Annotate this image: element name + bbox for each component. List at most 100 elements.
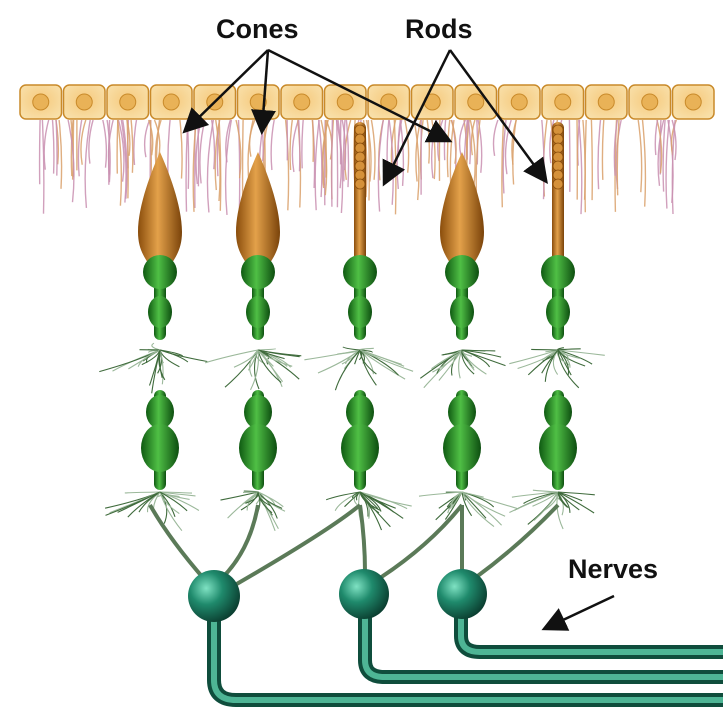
bipolar-cell-body xyxy=(244,395,272,429)
synapse-fiber xyxy=(258,492,275,531)
synapse-fiber xyxy=(558,349,581,350)
synapse-fiber xyxy=(419,492,462,496)
epithelium-nucleus xyxy=(642,94,658,110)
rod-disc xyxy=(355,134,365,144)
cell-nucleus xyxy=(445,255,479,289)
fringe-strand xyxy=(302,120,303,168)
nerves-arrow xyxy=(546,596,614,628)
synapse-fiber xyxy=(436,492,462,520)
cone-cell xyxy=(99,152,207,531)
fringe-strand xyxy=(663,120,665,192)
synapse-cluster xyxy=(420,350,505,388)
fringe-strand xyxy=(200,120,205,183)
rod-cell xyxy=(509,122,605,529)
synapse-fiber xyxy=(542,350,558,373)
synapse-fiber xyxy=(335,350,360,390)
fringe-strand xyxy=(44,120,49,170)
fringe-strand xyxy=(271,120,274,170)
fringe-strand xyxy=(243,120,244,204)
rod-disc xyxy=(355,161,365,171)
synapse-cluster xyxy=(304,347,413,390)
fringe-strand xyxy=(447,120,449,177)
fringe-strand xyxy=(53,120,54,174)
synapse-cluster xyxy=(419,492,519,527)
epithelium-nucleus xyxy=(685,94,701,110)
fringe-strand xyxy=(378,120,383,212)
synapse-cluster xyxy=(205,349,301,390)
fringe-strand xyxy=(542,120,544,199)
fringe-strand xyxy=(134,120,137,165)
cell-body xyxy=(246,296,270,328)
nerve-fiber-3-highlight xyxy=(461,600,723,652)
epithelium-nucleus xyxy=(337,94,353,110)
fringe-strand xyxy=(315,120,319,210)
rod-disc xyxy=(553,134,563,144)
ganglion-cell xyxy=(188,570,240,622)
rod-disc xyxy=(355,143,365,153)
cell-nucleus xyxy=(143,255,177,289)
fringe-strand xyxy=(312,120,313,162)
cell-nucleus xyxy=(541,255,575,289)
nerve-fiber-2-highlight xyxy=(365,598,723,677)
fringe-strand xyxy=(638,120,641,192)
cell-body xyxy=(148,296,172,328)
fringe-strand xyxy=(145,120,150,157)
cell-body xyxy=(546,296,570,328)
fringe-strand xyxy=(666,120,669,209)
photoreceptor-group xyxy=(99,122,605,531)
fringe-strand xyxy=(236,120,241,178)
dendrite-branch xyxy=(380,505,462,578)
fringe-strand xyxy=(292,120,298,172)
epithelium-nucleus xyxy=(33,94,49,110)
fringe-strand xyxy=(319,120,322,197)
dendrite-branch xyxy=(360,505,365,572)
fringe-strand xyxy=(368,120,369,201)
fringe-strand xyxy=(585,120,586,212)
dendrite-branch xyxy=(150,505,205,580)
fringe-strand xyxy=(40,120,41,184)
fringe-strand xyxy=(180,120,182,179)
bipolar-cell-body xyxy=(146,395,174,429)
cell-body xyxy=(348,296,372,328)
fringe-strand xyxy=(371,120,375,180)
cell-nucleus xyxy=(343,255,377,289)
fringe-strand xyxy=(207,120,213,212)
synapse-cluster xyxy=(99,343,207,393)
nerve-fiber-3 xyxy=(461,600,723,652)
bipolar-cell-nucleus xyxy=(141,424,179,472)
rod-disc xyxy=(355,179,365,189)
fringe-strand xyxy=(337,120,338,207)
bipolar-cell-body xyxy=(448,395,476,429)
bipolar-cell-nucleus xyxy=(539,424,577,472)
bipolar-cell-body xyxy=(346,395,374,429)
synapse-fiber xyxy=(533,490,558,492)
nerve-group xyxy=(150,505,723,700)
fringe-strand xyxy=(427,120,429,164)
bipolar-cell-nucleus xyxy=(239,424,277,472)
nerves-label: Nerves xyxy=(568,554,658,584)
epithelium-nucleus xyxy=(76,94,92,110)
cone-cell xyxy=(419,152,519,527)
fringe-strand xyxy=(494,120,498,156)
pigment-epithelium xyxy=(20,85,714,119)
rod-disc xyxy=(553,143,563,153)
synapse-fiber xyxy=(360,348,374,350)
rod-disc xyxy=(355,125,365,135)
synapse-cluster xyxy=(509,348,605,388)
fringe-strand xyxy=(591,120,592,200)
synapse-fiber xyxy=(531,349,558,350)
fringe-strand xyxy=(643,120,646,207)
fringe-strand xyxy=(617,120,619,195)
rod-disc xyxy=(553,170,563,180)
fringe-strand xyxy=(42,120,43,214)
fringe-strand xyxy=(59,120,61,189)
fringe-strand xyxy=(387,120,389,172)
synapse-cluster xyxy=(326,492,412,530)
ganglion-cell xyxy=(437,569,487,619)
bipolar-cell-body xyxy=(544,395,572,429)
cones-label: Cones xyxy=(216,14,299,44)
epithelium-nucleus xyxy=(511,94,527,110)
cell-nucleus xyxy=(241,255,275,289)
fringe-strand xyxy=(468,120,470,164)
